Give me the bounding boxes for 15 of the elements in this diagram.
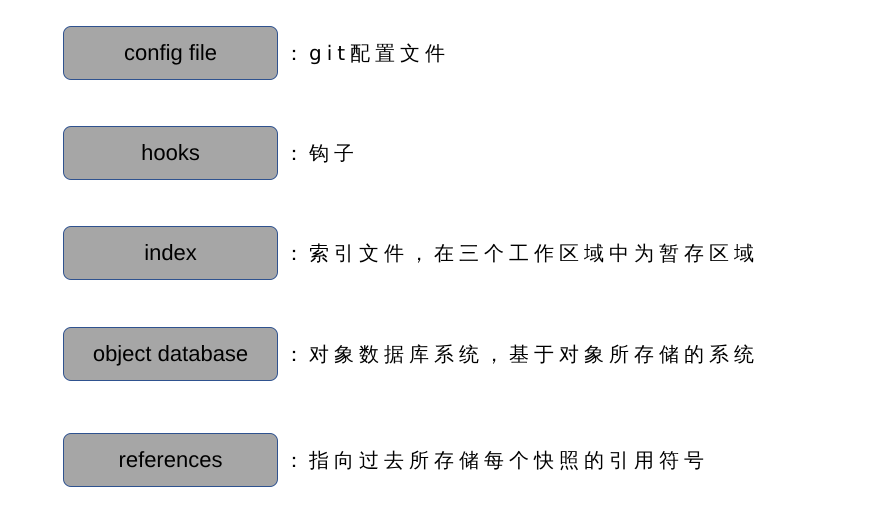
term-box <box>63 226 278 280</box>
term-label: hooks <box>141 139 200 167</box>
term-label: object database <box>92 340 248 368</box>
description-text: ：对象数据库系统，基于对象所存储的系统 <box>284 341 759 368</box>
term-label: config file <box>124 39 217 67</box>
term-box <box>63 327 278 381</box>
term-box <box>63 433 278 487</box>
description-text: ：git配置文件 <box>284 40 450 67</box>
term-box <box>63 126 278 180</box>
description-text: ：指向过去所存储每个快照的引用符号 <box>284 447 709 474</box>
term-label: references <box>118 446 222 474</box>
term-label: index <box>144 239 197 267</box>
description-text: ：钩子 <box>284 140 359 167</box>
description-text: ：索引文件，在三个工作区域中为暂存区域 <box>284 240 759 267</box>
term-box <box>63 26 278 80</box>
